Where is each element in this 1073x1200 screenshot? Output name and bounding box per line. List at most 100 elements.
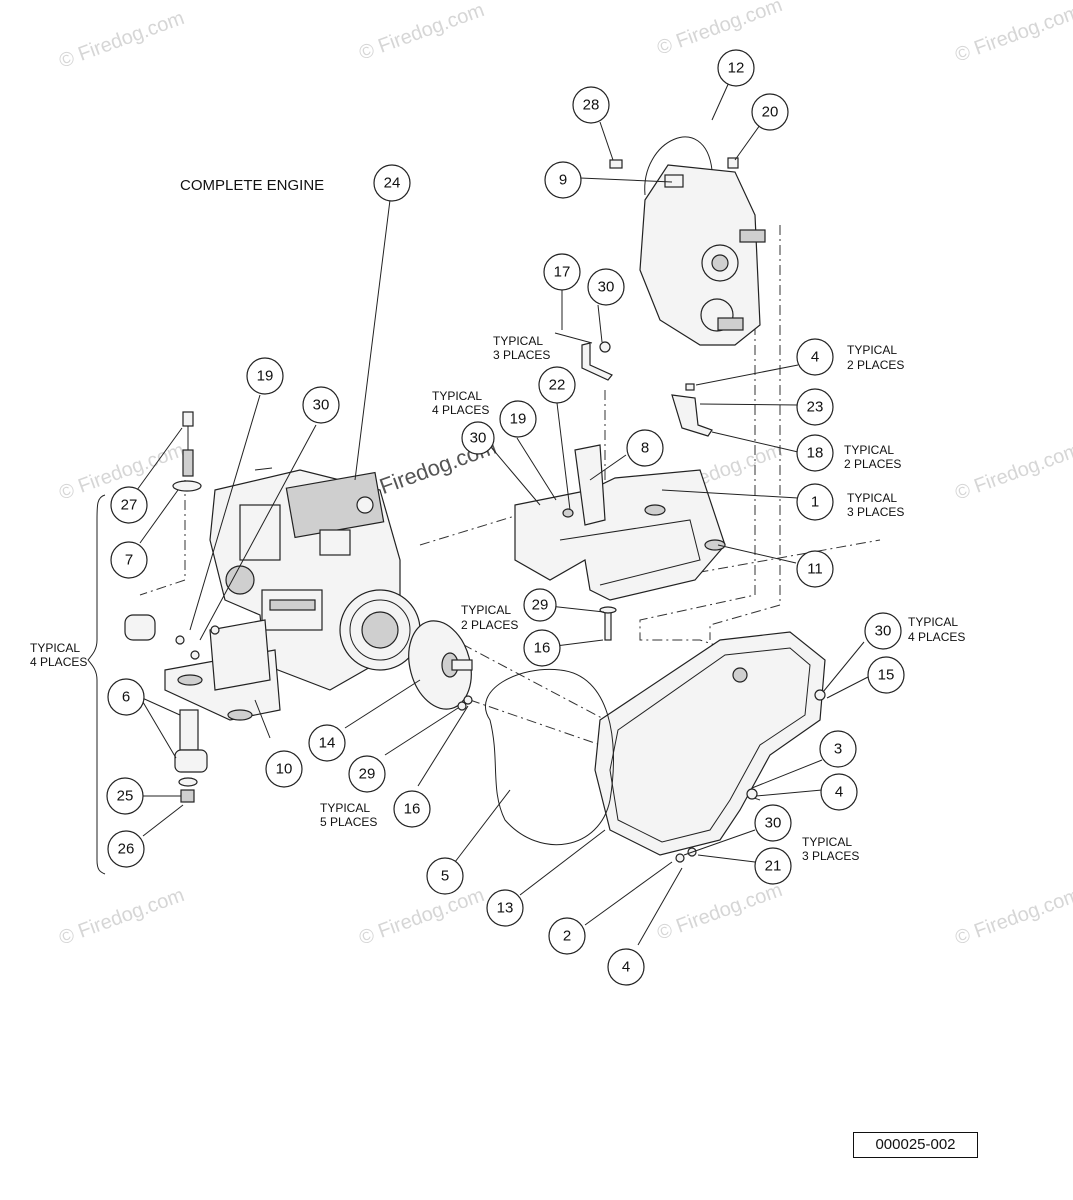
callout-27: 27: [110, 486, 148, 524]
watermark: © Firedog.com: [356, 0, 487, 65]
callout-26: 26: [107, 830, 145, 868]
typical-notes: TYPICAL 3 PLACES TYPICAL 2 PLACES TYPICA…: [30, 334, 965, 863]
callout-25: 25: [106, 777, 144, 815]
callout-label: 24: [384, 175, 401, 192]
callout-4: 4: [796, 338, 834, 376]
callout-16: 16: [393, 790, 431, 828]
typical-note-line: 3 PLACES: [493, 348, 550, 362]
callout-label: 4: [811, 349, 819, 366]
callout-30: 30: [754, 804, 792, 842]
belt-cover-drawing: [457, 631, 826, 863]
callout-label: 16: [534, 640, 551, 657]
callout-label: 15: [878, 667, 895, 684]
callout-label: 6: [122, 689, 130, 706]
callout-label: 19: [510, 411, 527, 428]
leader-lines: [87, 79, 869, 946]
typical-note-line: TYPICAL: [461, 603, 511, 617]
watermark: © Firedog.com: [654, 879, 785, 945]
gearbox-drawing: [554, 136, 766, 437]
callout-label: 1: [811, 494, 819, 511]
typical-note-line: 5 PLACES: [320, 815, 377, 829]
callout-8: 8: [626, 429, 664, 467]
callout-16: 16: [523, 629, 561, 667]
watermark: © Firedog.com: [952, 1, 1073, 67]
typical-note-line: 3 PLACES: [802, 849, 859, 863]
callout-label: 29: [359, 766, 376, 783]
callout-19: 19: [499, 400, 537, 438]
callout-label: 14: [319, 735, 336, 752]
callout-label: 12: [728, 60, 745, 77]
callout-label: 27: [121, 497, 138, 514]
typical-note-line: TYPICAL: [30, 641, 80, 655]
callout-label: 30: [313, 397, 330, 414]
callout-label: 13: [497, 900, 514, 917]
watermark: © Firedog.com: [356, 884, 487, 950]
callout-label: 21: [765, 858, 782, 875]
callout-4: 4: [820, 773, 858, 811]
callout-label: 11: [807, 561, 823, 578]
engine-mount-hardware: [124, 411, 281, 803]
typical-note-line: TYPICAL: [493, 334, 543, 348]
callout-17: 17: [543, 253, 581, 291]
document-number: 000025-002: [853, 1132, 978, 1158]
watermark: © Firedog.com: [952, 884, 1073, 950]
callout-label: 19: [257, 368, 274, 385]
typical-note-line: 4 PLACES: [30, 655, 87, 669]
callout-15: 15: [867, 656, 905, 694]
callout-label: 10: [276, 761, 293, 778]
complete-engine-title: COMPLETE ENGINE: [180, 177, 324, 194]
typical-note-line: 4 PLACES: [908, 630, 965, 644]
callout-24: 24: [373, 164, 411, 202]
callout-18: 18: [796, 434, 834, 472]
callout-label: 26: [118, 841, 135, 858]
callout-11: 11: [796, 550, 834, 588]
callout-5: 5: [426, 857, 464, 895]
typical-note-line: 2 PLACES: [844, 457, 901, 471]
callout-2: 2: [548, 917, 586, 955]
callout-label: 20: [762, 104, 779, 121]
callout-13: 13: [486, 889, 524, 927]
callout-30: 30: [864, 612, 902, 650]
watermark-layer: © Firedog.com © Firedog.com © Firedog.co…: [56, 0, 1073, 950]
callout-label: 2: [563, 928, 571, 945]
callout-label: 18: [807, 445, 824, 462]
callout-30: 30: [587, 268, 625, 306]
callout-28: 28: [572, 86, 610, 124]
callout-21: 21: [754, 847, 792, 885]
watermark: © Firedog.com: [56, 884, 187, 950]
callout-30: 30: [302, 386, 340, 424]
typical-note-line: TYPICAL: [844, 443, 894, 457]
callout-label: 4: [622, 959, 630, 976]
callout-label: 30: [470, 430, 487, 447]
callout-6: 6: [107, 678, 145, 716]
callout-label: 8: [641, 440, 649, 457]
callout-label: 4: [835, 784, 843, 801]
engine-base-plate-drawing: [514, 444, 726, 641]
callout-label: 5: [441, 868, 449, 885]
typical-note-line: TYPICAL: [908, 615, 958, 629]
callout-label: 25: [117, 788, 134, 805]
complete-engine-drawing: [209, 467, 421, 691]
coupling-disc-drawing: [408, 620, 473, 710]
callout-label: 22: [549, 377, 566, 394]
callout-10: 10: [265, 750, 303, 788]
callout-label: 30: [598, 279, 615, 296]
callout-12: 12: [717, 49, 755, 87]
callout-29: 29: [523, 588, 557, 622]
typical-note-line: TYPICAL: [847, 491, 897, 505]
typical-note-line: 4 PLACES: [432, 403, 489, 417]
watermark: © Firedog.com: [56, 7, 187, 73]
typical-note-line: 2 PLACES: [461, 618, 518, 632]
callout-4: 4: [607, 948, 645, 986]
typical-note-line: TYPICAL: [432, 389, 482, 403]
callout-23: 23: [796, 388, 834, 426]
callout-label: 29: [532, 597, 549, 614]
callout-3: 3: [819, 730, 857, 768]
callout-label: 7: [125, 552, 133, 569]
callout-19: 19: [246, 357, 284, 395]
callout-label: 28: [583, 97, 600, 114]
typical-note-line: TYPICAL: [802, 835, 852, 849]
callout-14: 14: [308, 724, 346, 762]
callout-label: 3: [834, 741, 842, 758]
